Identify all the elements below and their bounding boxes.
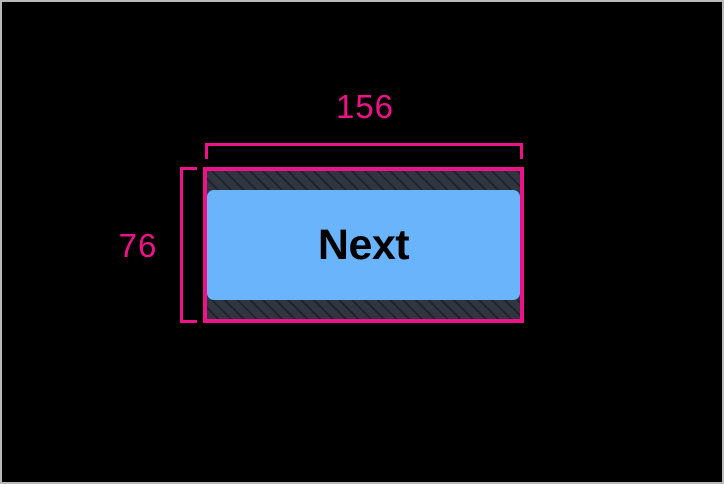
padding-band-bottom	[207, 300, 520, 319]
height-measurement-bracket	[180, 167, 197, 323]
element-bounds-overlay: Next	[203, 167, 524, 323]
width-measurement-bracket	[205, 143, 523, 159]
next-button[interactable]: Next	[207, 190, 520, 300]
width-measurement-label: 156	[335, 88, 395, 125]
next-button-label: Next	[317, 220, 410, 269]
height-measurement-label: 76	[118, 227, 158, 264]
padding-band-top	[207, 171, 520, 190]
